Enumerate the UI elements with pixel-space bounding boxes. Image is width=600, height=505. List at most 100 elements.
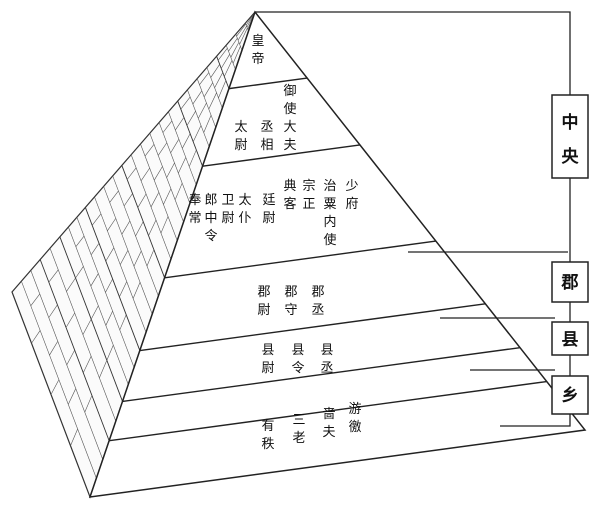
brick-joint bbox=[162, 120, 173, 133]
brick-row bbox=[76, 217, 135, 368]
brick-joint bbox=[82, 319, 92, 335]
brick-joint bbox=[75, 235, 85, 247]
brick-joint bbox=[237, 25, 247, 41]
brick-joint bbox=[186, 111, 196, 126]
brick-joint bbox=[228, 38, 238, 52]
brick-joint bbox=[148, 219, 157, 236]
brick-joint bbox=[217, 48, 228, 61]
brick-joint bbox=[31, 330, 41, 344]
brick-joint bbox=[90, 243, 100, 255]
official-title: 郎中令 bbox=[204, 193, 217, 244]
official-title: 郡丞 bbox=[311, 285, 324, 318]
brick-joint bbox=[70, 428, 78, 446]
brick-joint bbox=[140, 167, 150, 181]
brick-joint bbox=[106, 345, 114, 361]
official-titles: 皇帝御使大夫丞相太尉少府治粟内使宗正典客廷尉太仆卫尉郎中令奉常郡丞郡守郡尉县丞县… bbox=[188, 34, 361, 452]
pyramid-side-face bbox=[11, 11, 256, 499]
brick-joint bbox=[66, 277, 76, 292]
brick-joint bbox=[166, 162, 175, 178]
brick-joint bbox=[133, 250, 142, 267]
level-box-central: 中 央 bbox=[551, 94, 589, 179]
brick-joint bbox=[50, 379, 60, 395]
layer-divider bbox=[122, 346, 521, 403]
brick-joint bbox=[119, 314, 127, 331]
brick-joint bbox=[218, 80, 227, 98]
brick-joint bbox=[135, 221, 144, 237]
brick-joint bbox=[208, 92, 217, 110]
official-title: 游徼 bbox=[348, 402, 361, 435]
brick-joint bbox=[236, 23, 247, 37]
brick-joint bbox=[192, 90, 203, 105]
brick-joint bbox=[121, 220, 131, 235]
level-label-county: 县 bbox=[562, 330, 579, 350]
layer-divider bbox=[139, 303, 486, 352]
brick-joint bbox=[107, 218, 117, 231]
brick-row bbox=[225, 45, 236, 70]
layer-divider bbox=[228, 77, 308, 90]
brick-joint bbox=[239, 27, 248, 45]
official-title: 廷尉 bbox=[262, 193, 275, 226]
brick-joint bbox=[157, 142, 168, 156]
official-title: 太尉 bbox=[234, 120, 247, 153]
brick-joint bbox=[123, 193, 133, 207]
layer-divider bbox=[109, 380, 547, 442]
official-title: 皇帝 bbox=[251, 34, 264, 67]
brick-joint bbox=[105, 278, 113, 293]
brick-joint bbox=[182, 133, 191, 149]
brick-joint bbox=[66, 349, 75, 366]
layer-divider bbox=[202, 144, 361, 167]
brick-joint bbox=[210, 64, 220, 78]
brick-joint bbox=[75, 266, 84, 279]
brick-joint bbox=[174, 183, 183, 200]
brick-joint bbox=[214, 72, 224, 88]
official-title: 御使大夫 bbox=[283, 84, 296, 153]
level-label-central: 中 bbox=[562, 112, 579, 133]
brick-joint bbox=[198, 102, 207, 119]
official-title: 治粟内使 bbox=[323, 179, 336, 248]
brick-row bbox=[103, 186, 153, 315]
layer-dividers bbox=[109, 77, 547, 442]
brick-joint bbox=[163, 188, 172, 205]
brick-joint bbox=[30, 293, 41, 306]
brick-joint bbox=[220, 54, 230, 69]
brick-joint bbox=[180, 96, 191, 110]
brick-joint bbox=[232, 46, 241, 64]
brick-joint bbox=[230, 42, 240, 58]
level-box-commandery: 郡 bbox=[551, 261, 589, 303]
side-band-line bbox=[121, 165, 166, 278]
brick-joint bbox=[91, 213, 102, 226]
official-title: 三老 bbox=[292, 413, 305, 446]
brick-joint bbox=[224, 60, 233, 77]
official-title: 宗正 bbox=[302, 178, 315, 212]
official-title: 卫尉 bbox=[221, 193, 234, 226]
official-title: 郡守 bbox=[284, 285, 297, 318]
brick-joint bbox=[109, 190, 119, 203]
brick-joint bbox=[119, 281, 127, 298]
brick-joint bbox=[49, 341, 59, 356]
layer-divider bbox=[164, 240, 436, 279]
brick-joint bbox=[119, 250, 129, 265]
svg-text:央: 央 bbox=[562, 146, 580, 167]
brick-row bbox=[94, 196, 147, 333]
brick-joint bbox=[83, 356, 92, 373]
brick-joint bbox=[199, 72, 210, 85]
brick-joint bbox=[178, 157, 187, 174]
brick-joint bbox=[48, 269, 59, 283]
level-label-township: 乡 bbox=[562, 386, 579, 406]
brick-joint bbox=[160, 216, 169, 234]
brick-joint bbox=[65, 312, 75, 328]
official-title: 郡尉 bbox=[257, 285, 270, 318]
brick-joint bbox=[175, 117, 185, 131]
brick-joint bbox=[192, 125, 202, 142]
brick-joint bbox=[99, 360, 108, 378]
brick-joint bbox=[84, 395, 93, 413]
official-title: 丞相 bbox=[260, 120, 273, 153]
brick-joint bbox=[132, 282, 141, 299]
brick-row bbox=[158, 122, 191, 204]
brick-joint bbox=[144, 144, 155, 157]
brick-joint bbox=[67, 388, 77, 405]
brick-joint bbox=[203, 82, 213, 98]
brick-joint bbox=[105, 247, 115, 262]
